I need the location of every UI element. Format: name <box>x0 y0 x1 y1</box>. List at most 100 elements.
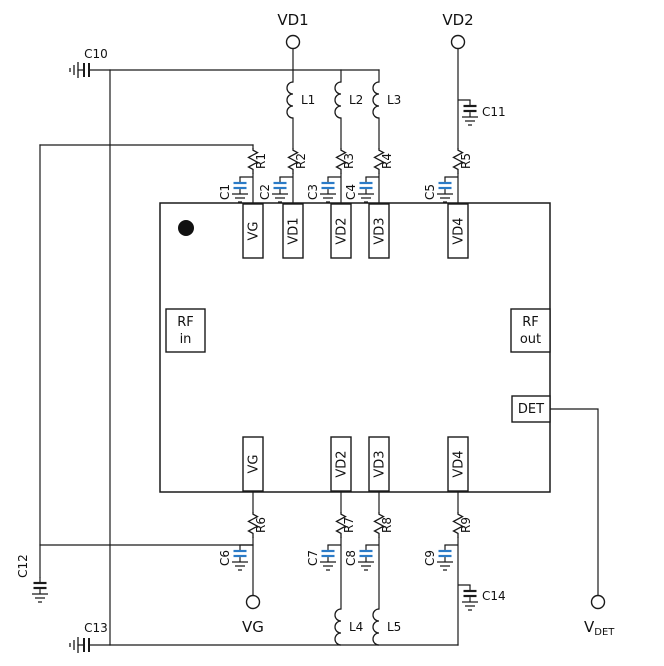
terminal-vd2: VD2 <box>442 11 474 50</box>
capacitor-label: C5 <box>423 184 437 200</box>
capacitor-C14: C14 <box>461 583 506 611</box>
capacitor-label: C3 <box>306 184 320 200</box>
wiring <box>39 48 599 646</box>
terminal-circle <box>590 594 606 610</box>
capacitor-C13: C13 <box>69 621 108 654</box>
pin-box <box>242 436 264 492</box>
pin-label: VD4 <box>452 217 467 244</box>
capacitor-label: C11 <box>482 105 506 119</box>
resistor-label: R8 <box>380 517 394 533</box>
pin-label: RF <box>522 315 539 330</box>
capacitor-label: C7 <box>306 550 320 566</box>
resistor-label: R9 <box>459 517 473 533</box>
terminal-vg: VG <box>242 594 264 636</box>
pin-label: VD3 <box>373 450 388 477</box>
capacitor-label: C10 <box>84 47 108 61</box>
resistor-R4: R4 <box>373 147 394 175</box>
pin-box <box>447 203 469 259</box>
ic-pin-vd3-top: VD3 <box>368 203 390 259</box>
ic-pin-vg-top: VG <box>242 203 264 259</box>
pin-box <box>510 308 551 353</box>
pin-label: in <box>180 332 192 347</box>
pin-label: out <box>520 332 541 347</box>
capacitor-C8: C8 <box>344 543 375 571</box>
inductor-label: L1 <box>301 93 315 107</box>
capacitor-label: C1 <box>218 184 232 200</box>
capacitor-C4: C4 <box>344 175 375 203</box>
resistor-R2: R2 <box>287 147 308 175</box>
ic-pin-vd2-bottom: VD2 <box>330 436 352 492</box>
pin-box <box>165 308 206 353</box>
inductor-label: L3 <box>387 93 401 107</box>
capacitor-label: C9 <box>423 550 437 566</box>
resistor-R6: R6 <box>247 511 268 539</box>
inductor-L1: L1 <box>286 81 315 119</box>
capacitor-C10: C10 <box>69 47 108 79</box>
ic-pin-vd2-top: VD2 <box>330 203 352 259</box>
capacitor-label: C4 <box>344 184 358 200</box>
inductor-label: L5 <box>387 620 401 634</box>
pin-label: VG <box>247 455 262 474</box>
wire-det <box>549 408 599 596</box>
pin1-marker-icon <box>178 220 194 236</box>
resistor-label: R1 <box>254 153 268 169</box>
capacitor-C12: C12 <box>16 554 49 603</box>
pin-label: VD4 <box>452 450 467 477</box>
capacitor-label: C14 <box>482 589 506 603</box>
pin-box <box>330 436 352 492</box>
resistor-label: R4 <box>380 153 394 169</box>
ic-pin-rf-out: RF out <box>510 308 551 353</box>
resistor-R8: R8 <box>373 511 394 539</box>
ic-body <box>159 202 551 493</box>
inductor-L2: L2 <box>334 81 363 119</box>
inductor-L3: L3 <box>372 81 401 119</box>
capacitor-label: C6 <box>218 550 232 566</box>
resistor-R1: R1 <box>247 147 268 175</box>
capacitor-C2: C2 <box>258 175 289 203</box>
pin-label: VD1 <box>287 217 302 244</box>
wires-left-rails <box>39 69 111 646</box>
pin-box <box>242 203 264 259</box>
wires-supply-top <box>77 48 471 149</box>
capacitor-C7: C7 <box>306 543 337 571</box>
inductor-label: L2 <box>349 93 363 107</box>
pin-label: DET <box>518 402 544 417</box>
inductor-label: L4 <box>349 620 363 634</box>
ic-pin-rf-in: RF in <box>165 308 206 353</box>
resistor-R7: R7 <box>335 511 356 539</box>
capacitor-C3: C3 <box>306 175 337 203</box>
terminal-circle <box>245 594 261 610</box>
resistor-R5: R5 <box>452 147 473 175</box>
terminal-circle <box>285 34 301 50</box>
ic-pin-vd4-top: VD4 <box>447 203 469 259</box>
pin-box <box>511 395 551 423</box>
terminal-circle <box>450 34 466 50</box>
pin-box <box>368 436 390 492</box>
capacitor-label: C2 <box>258 184 272 200</box>
ic-pin-vd4-bottom: VD4 <box>447 436 469 492</box>
pin-label: VD2 <box>335 450 350 477</box>
ic-block: VG VD1 VD2 VD3 VD4 VG VD2 VD3 <box>159 202 551 493</box>
wires-vg-net <box>39 144 254 546</box>
terminal-vd2-label: VD2 <box>442 11 473 29</box>
capacitor-C9: C9 <box>423 543 454 571</box>
resistor-label: R6 <box>254 517 268 533</box>
terminal-vd1-label: VD1 <box>277 11 308 29</box>
terminal-vg-label: VG <box>242 618 264 636</box>
ic-pin-vd3-bottom: VD3 <box>368 436 390 492</box>
pin-box <box>282 203 304 259</box>
pin-label: VG <box>247 222 262 241</box>
pin-label: VD3 <box>373 217 388 244</box>
pin-label: RF <box>177 315 194 330</box>
capacitor-label: C8 <box>344 550 358 566</box>
pin-box <box>447 436 469 492</box>
resistor-label: R2 <box>294 153 308 169</box>
capacitor-C11: C11 <box>461 98 506 126</box>
resistor-label: R7 <box>342 517 356 533</box>
pin-box <box>368 203 390 259</box>
capacitor-label: C12 <box>16 554 30 578</box>
inductor-L4: L4 <box>334 608 363 646</box>
resistor-label: R3 <box>342 153 356 169</box>
wires-top-bias-legs <box>239 69 459 205</box>
